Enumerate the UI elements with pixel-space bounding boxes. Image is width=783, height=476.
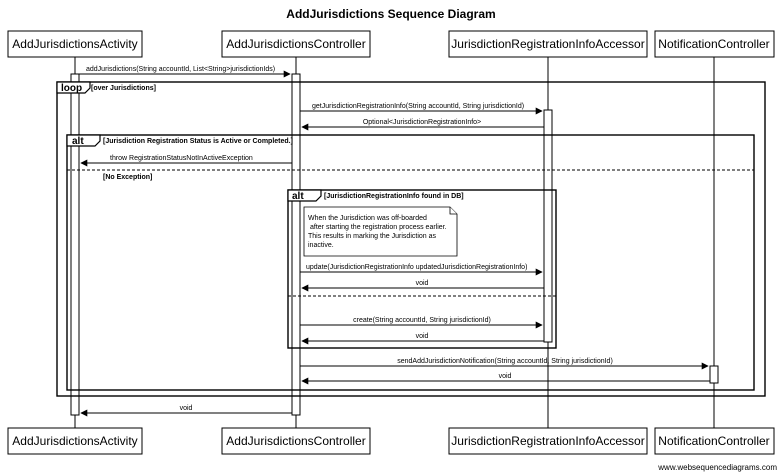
participant-label: AddJurisdictionsController [226, 434, 365, 448]
activation-accessor [543, 109, 553, 343]
loop-guard: [over Jurisdictions] [91, 85, 156, 92]
alt-inner-tag-label: alt [292, 191, 304, 202]
message-label: sendAddJurisdictionNotification(String a… [397, 358, 613, 365]
message-label: create(String accountId, String jurisdic… [353, 317, 491, 324]
alt-inner-guard: [JurisdictionRegistrationInfo found in D… [324, 193, 464, 200]
alt-outer-frame [66, 134, 755, 391]
message-label: getJurisdictionRegistrationInfo(String a… [312, 103, 524, 110]
activation-activity [70, 73, 80, 416]
alt-inner-frame [287, 189, 557, 349]
participant-label: NotificationController [658, 37, 769, 51]
footer-watermark[interactable]: www.websequencediagrams.com [657, 463, 777, 472]
participant-label: JurisdictionRegistrationInfoAccessor [451, 37, 644, 51]
participant-label: AddJurisdictionsActivity [12, 37, 137, 51]
participant-controller-bottom: AddJurisdictionsController [221, 427, 371, 455]
message-label: throw RegistrationStatusNotInActiveExcep… [110, 155, 253, 162]
diagram-title: AddJurisdictions Sequence Diagram [286, 7, 495, 21]
message-label: addJurisdictions(String accountId, List<… [86, 66, 275, 73]
note-line-2: after starting the registration process … [310, 224, 447, 231]
message-label: update(JurisdictionRegistrationInfo upda… [306, 264, 527, 271]
message-label: void [416, 280, 429, 287]
participant-notification-bottom: NotificationController [654, 427, 775, 455]
message-label: void [416, 333, 429, 340]
message-label: Optional<JurisdictionRegistrationInfo> [363, 119, 481, 126]
participant-accessor-bottom: JurisdictionRegistrationInfoAccessor [448, 427, 648, 455]
participant-label: NotificationController [658, 434, 769, 448]
participant-notification-top: NotificationController [654, 30, 775, 58]
participant-controller-top: AddJurisdictionsController [221, 30, 371, 58]
message-label: void [499, 373, 512, 380]
note-line-3: This results in marking the Jurisdiction… [308, 233, 436, 240]
participant-label: AddJurisdictionsActivity [12, 434, 137, 448]
participant-activity-top: AddJurisdictionsActivity [7, 30, 143, 58]
note-line-4: inactive. [308, 242, 334, 249]
note-fold [449, 207, 457, 215]
alt-outer-else-guard: [No Exception] [103, 174, 152, 181]
participant-accessor-top: JurisdictionRegistrationInfoAccessor [448, 30, 648, 58]
alt-outer-guard: [Jurisdiction Registration Status is Act… [103, 138, 293, 145]
alt-inner-tag [287, 189, 322, 202]
loop-frame [56, 81, 766, 397]
message-label: void [180, 405, 193, 412]
alt-outer-tag [66, 134, 101, 147]
activation-controller [291, 73, 301, 416]
loop-tag [56, 81, 91, 94]
note-box [303, 206, 458, 257]
loop-tag-label: loop [61, 83, 82, 94]
note-line-1: When the Jurisdiction was off-boarded [308, 215, 427, 222]
participant-activity-bottom: AddJurisdictionsActivity [7, 427, 143, 455]
alt-outer-tag-label: alt [72, 136, 84, 147]
participant-label: AddJurisdictionsController [226, 37, 365, 51]
participant-label: JurisdictionRegistrationInfoAccessor [451, 434, 644, 448]
activation-notification [709, 365, 719, 384]
